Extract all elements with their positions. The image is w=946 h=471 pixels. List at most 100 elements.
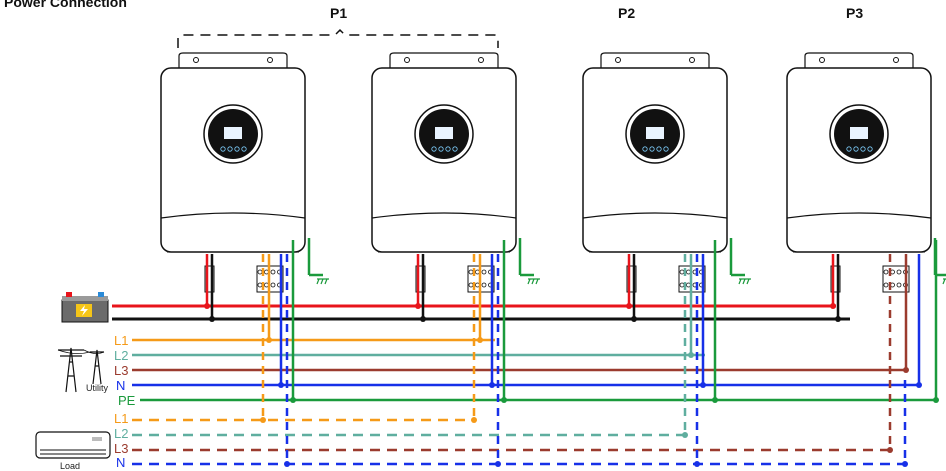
battery-negative-post <box>98 292 104 297</box>
display-button <box>220 146 226 152</box>
in-l3-label: L3 <box>114 363 129 378</box>
p1-n-out-dot <box>284 461 290 467</box>
mount-hole <box>819 57 825 63</box>
display-button <box>241 146 247 152</box>
power-lines <box>57 349 105 354</box>
ac-body <box>35 431 111 459</box>
mount-hole <box>689 57 695 63</box>
display-lcd <box>224 127 242 139</box>
battery-top <box>62 296 108 301</box>
battery-negative-dot <box>631 316 637 322</box>
inverter-2 <box>371 52 540 293</box>
terminal-screw <box>883 282 889 288</box>
p1-l1-dot <box>477 337 483 343</box>
p1-n-dot <box>489 382 495 388</box>
mount-hole <box>478 57 484 63</box>
lightning-icon <box>80 305 88 316</box>
battery-negative-dot <box>209 316 215 322</box>
group-label-p3: P3 <box>846 5 864 21</box>
p3-l3-out-dot <box>887 447 893 453</box>
mount-hole <box>615 57 621 63</box>
display-button <box>860 146 866 152</box>
ground-symbol <box>738 278 751 285</box>
tower-left <box>58 347 84 393</box>
display-button <box>438 146 444 152</box>
inverter-3 <box>582 52 751 293</box>
p1-l1-dot <box>266 337 272 343</box>
terminal-screw <box>896 282 902 288</box>
out-l3-label: L3 <box>114 441 129 456</box>
utility-label: Utility <box>86 383 108 393</box>
battery-positive-dot <box>830 303 836 309</box>
ground-symbol <box>942 278 946 285</box>
terminal-screw <box>481 269 487 275</box>
p2-n-out-dot <box>694 461 700 467</box>
battery-positive-dot <box>204 303 210 309</box>
battery-terminal <box>204 265 215 293</box>
ground-symbol <box>527 278 540 285</box>
battery-positive-dot <box>626 303 632 309</box>
wires-layer <box>112 28 939 467</box>
inverter-1 <box>160 52 329 293</box>
p3-pe-dot <box>933 397 939 403</box>
load-label: Load <box>60 461 81 471</box>
p2-l2-out-dot <box>682 432 688 438</box>
tower-right <box>90 349 104 385</box>
mount-hole <box>404 57 410 63</box>
display-button <box>445 146 451 152</box>
in-l1-label: L1 <box>114 333 129 348</box>
mounting-bracket <box>389 52 499 68</box>
mount-hole <box>893 57 899 63</box>
p3-n-dot <box>916 382 922 388</box>
in-l2-label: L2 <box>114 348 129 363</box>
p1-l1-out-dot <box>471 417 477 423</box>
terminal-screw <box>270 282 276 288</box>
display-button <box>846 146 852 152</box>
p2-n-dot <box>700 382 706 388</box>
inverter-panel-line <box>160 212 306 219</box>
sources-layer <box>35 292 111 459</box>
inverter-4 <box>786 52 946 293</box>
group-label-p2: P2 <box>618 5 636 21</box>
display-button <box>431 146 437 152</box>
p1-pe-dot <box>290 397 296 403</box>
terminal-screw <box>883 269 889 275</box>
p1-group-bracket <box>177 28 499 48</box>
display-button <box>227 146 233 152</box>
p1-pe-dot <box>501 397 507 403</box>
in-n-label: N <box>116 378 126 393</box>
p2-pe-dot <box>712 397 718 403</box>
terminal-screw <box>270 269 276 275</box>
p3-l3-dot <box>903 367 909 373</box>
p3-n-out-dot <box>902 461 908 467</box>
display-button <box>663 146 669 152</box>
group-label-p1: P1 <box>330 5 348 21</box>
p2-l2-dot <box>688 352 694 358</box>
inverter-panel-line <box>371 212 517 219</box>
inverter-panel-line <box>582 212 728 219</box>
air-conditioner-icon <box>35 431 111 459</box>
terminal-screw <box>481 282 487 288</box>
inverters-layer <box>160 52 946 293</box>
display-button <box>853 146 859 152</box>
p1-n-out-dot <box>495 461 501 467</box>
battery-icon <box>61 292 109 323</box>
battery-positive-post <box>66 292 72 297</box>
battery-positive-dot <box>415 303 421 309</box>
p1-l1-out-dot <box>260 417 266 423</box>
battery-terminal <box>830 265 841 293</box>
display-lcd <box>850 127 868 139</box>
display-button <box>649 146 655 152</box>
ground-symbol <box>316 278 329 285</box>
mounting-bracket <box>600 52 710 68</box>
display-button <box>656 146 662 152</box>
battery-terminal <box>415 265 426 293</box>
battery-negative-dot <box>420 316 426 322</box>
display-button <box>867 146 873 152</box>
battery-terminal <box>626 265 637 293</box>
page-title: Power Connection <box>4 0 127 10</box>
mounting-bracket <box>804 52 914 68</box>
ac-display <box>92 437 102 441</box>
battery-negative-dot <box>835 316 841 322</box>
